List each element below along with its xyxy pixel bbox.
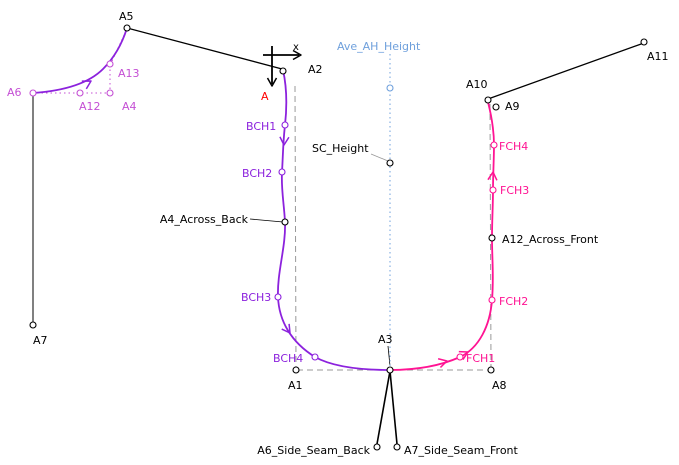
back-neckline-curve[interactable] (32, 27, 128, 94)
label-a7[interactable]: A7 (33, 334, 48, 347)
label-axis-x[interactable]: x (293, 42, 299, 53)
point-bch3[interactable] (274, 293, 282, 301)
point-bch4[interactable] (311, 353, 319, 361)
point-fch3[interactable] (489, 186, 497, 194)
side-seam-back-line[interactable] (376, 370, 391, 445)
sc-height-leader-line (370, 153, 389, 162)
neckline-direction-arrow (81, 80, 92, 90)
label-a13[interactable]: A13 (118, 67, 140, 80)
label-a9[interactable]: A9 (505, 100, 520, 113)
label-a1[interactable]: A1 (288, 379, 303, 392)
point-a6-side-seam-back[interactable] (373, 443, 381, 451)
front-armhole-arrow-1 (437, 357, 448, 368)
front-armhole-curve[interactable] (389, 101, 495, 371)
label-fch2[interactable]: FCH2 (499, 295, 528, 308)
label-axis-a[interactable]: A (261, 90, 269, 103)
shoulder-line-back[interactable] (126, 27, 283, 70)
label-bch2[interactable]: BCH2 (242, 167, 272, 180)
label-a11[interactable]: A11 (647, 50, 669, 63)
label-a12[interactable]: A12 (79, 100, 101, 113)
shoulder-line-front[interactable] (487, 42, 645, 100)
back-armhole-curve[interactable] (277, 69, 391, 371)
label-a4[interactable]: A4 (122, 100, 137, 113)
point-a11[interactable] (640, 38, 648, 46)
point-a13[interactable] (106, 60, 114, 68)
point-a7[interactable] (29, 321, 37, 329)
label-bch1[interactable]: BCH1 (246, 120, 276, 133)
point-a12[interactable] (76, 89, 84, 97)
label-a3[interactable]: A3 (378, 333, 393, 346)
side-seam-front-line[interactable] (389, 370, 398, 445)
label-a12-across-front[interactable]: A12_Across_Front (502, 233, 599, 246)
across-back-leader-line (249, 218, 284, 223)
label-a5[interactable]: A5 (119, 10, 134, 23)
label-sc-height[interactable]: SC_Height (312, 142, 369, 155)
label-a6-side-seam-back[interactable]: A6_Side_Seam_Back (257, 444, 370, 457)
label-bch4[interactable]: BCH4 (273, 352, 303, 365)
front-armhole-arrow-3 (487, 171, 498, 181)
point-a2[interactable] (279, 67, 287, 75)
label-bch3[interactable]: BCH3 (241, 291, 271, 304)
front-armhole-arrow-2 (458, 350, 469, 361)
label-ave-ah-height[interactable]: Ave_AH_Height (337, 40, 421, 53)
label-fch4[interactable]: FCH4 (499, 140, 528, 153)
back-armhole-arrow-1 (279, 136, 290, 146)
point-a5[interactable] (123, 24, 131, 32)
point-a6-left[interactable] (29, 89, 37, 97)
label-fch3[interactable]: FCH3 (500, 184, 529, 197)
point-a4-across-back[interactable] (281, 218, 289, 226)
a3-leader-line (387, 345, 391, 367)
axis-y-arrow (266, 77, 278, 87)
point-a10[interactable] (484, 96, 492, 104)
point-sc-height[interactable] (386, 159, 394, 167)
point-bch2[interactable] (278, 168, 286, 176)
point-a7-side-seam-front[interactable] (393, 443, 401, 451)
point-bch1[interactable] (281, 121, 289, 129)
label-a6-left[interactable]: A6 (7, 86, 22, 99)
label-a4-across-back[interactable]: A4_Across_Back (160, 213, 249, 226)
point-a9[interactable] (492, 103, 500, 111)
label-a7-side-seam-front[interactable]: A7_Side_Seam_Front (404, 444, 519, 457)
point-a8[interactable] (487, 366, 495, 374)
point-fch1[interactable] (456, 353, 464, 361)
back-armhole-arrow-2 (281, 323, 291, 334)
label-a2[interactable]: A2 (308, 63, 323, 76)
point-fch2[interactable] (488, 296, 496, 304)
point-a4[interactable] (106, 89, 114, 97)
point-a1[interactable] (292, 366, 300, 374)
point-a3[interactable] (386, 366, 394, 374)
label-fch1[interactable]: FCH1 (466, 352, 495, 365)
label-a8[interactable]: A8 (492, 379, 507, 392)
point-a12-across-front[interactable] (488, 234, 496, 242)
construction-left-vertical (294, 85, 297, 370)
point-fch4[interactable] (490, 141, 498, 149)
axis-x-arrow (292, 49, 302, 61)
point-ave-ah-height[interactable] (386, 84, 394, 92)
label-a10[interactable]: A10 (466, 78, 488, 91)
